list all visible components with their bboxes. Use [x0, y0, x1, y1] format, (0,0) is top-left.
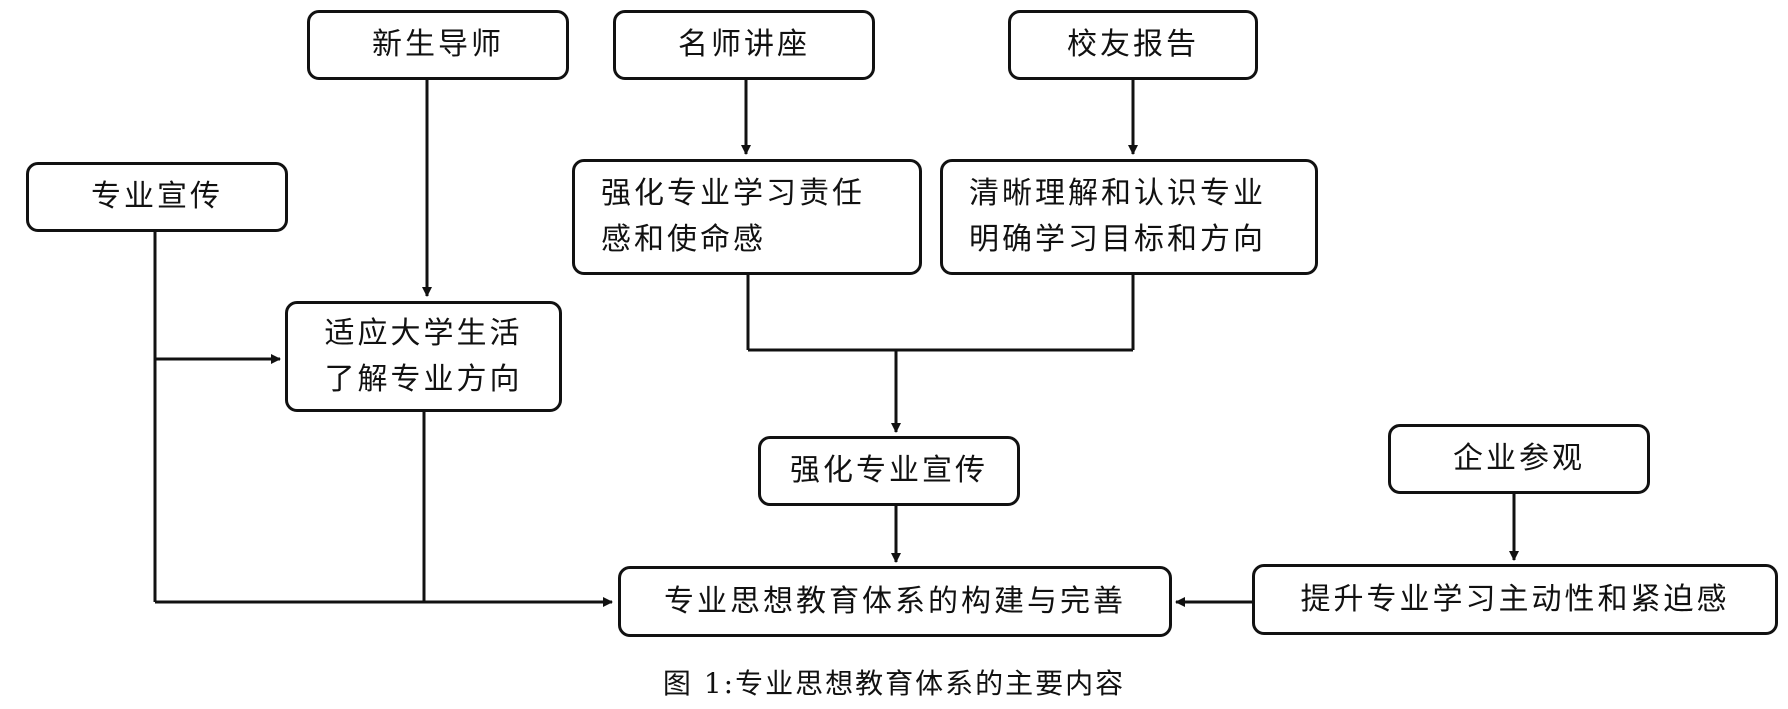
node-label: 强化专业学习责任 感和使命感 [575, 171, 919, 263]
node-label: 名师讲座 [678, 27, 810, 62]
node-label-line-1: 强化专业学习责任 [601, 176, 865, 211]
node-label-line-2: 了解专业方向 [324, 361, 523, 397]
node-label-line-2: 明确学习目标和方向 [969, 222, 1266, 257]
node-enterprise-visit: 企业参观 [1388, 424, 1650, 494]
node-label: 校友报告 [1067, 27, 1199, 62]
node-understand-major: 清晰理解和认识专业 明确学习目标和方向 [940, 159, 1318, 275]
node-famous-teacher-lecture: 名师讲座 [613, 10, 875, 80]
node-label: 专业宣传 [91, 179, 223, 214]
node-label-line-1: 清晰理解和认识专业 [969, 176, 1266, 211]
node-label: 适应大学生活 了解专业方向 [325, 311, 523, 403]
node-alumni-report: 校友报告 [1008, 10, 1258, 80]
figure-caption: 图 1:专业思想教育体系的主要内容 [662, 667, 1126, 700]
node-label: 新生导师 [372, 27, 504, 62]
node-major-promotion: 专业宣传 [26, 162, 288, 232]
node-new-student-mentor: 新生导师 [307, 10, 569, 80]
node-label: 强化专业宣传 [790, 453, 988, 488]
node-label: 企业参观 [1453, 441, 1585, 476]
node-label: 提升专业学习主动性和紧迫感 [1300, 581, 1730, 617]
node-label-line-1: 适应大学生活 [324, 315, 523, 351]
node-label: 清晰理解和认识专业 明确学习目标和方向 [943, 171, 1315, 263]
node-initiative: 提升专业学习主动性和紧迫感 [1252, 564, 1778, 635]
node-strengthen-promotion: 强化专业宣传 [758, 436, 1020, 506]
node-adapt-life: 适应大学生活 了解专业方向 [285, 301, 562, 412]
node-responsibility: 强化专业学习责任 感和使命感 [572, 159, 922, 275]
node-system-building: 专业思想教育体系的构建与完善 [618, 566, 1172, 637]
node-label-line-2: 感和使命感 [601, 222, 766, 257]
node-label: 专业思想教育体系的构建与完善 [664, 583, 1126, 619]
